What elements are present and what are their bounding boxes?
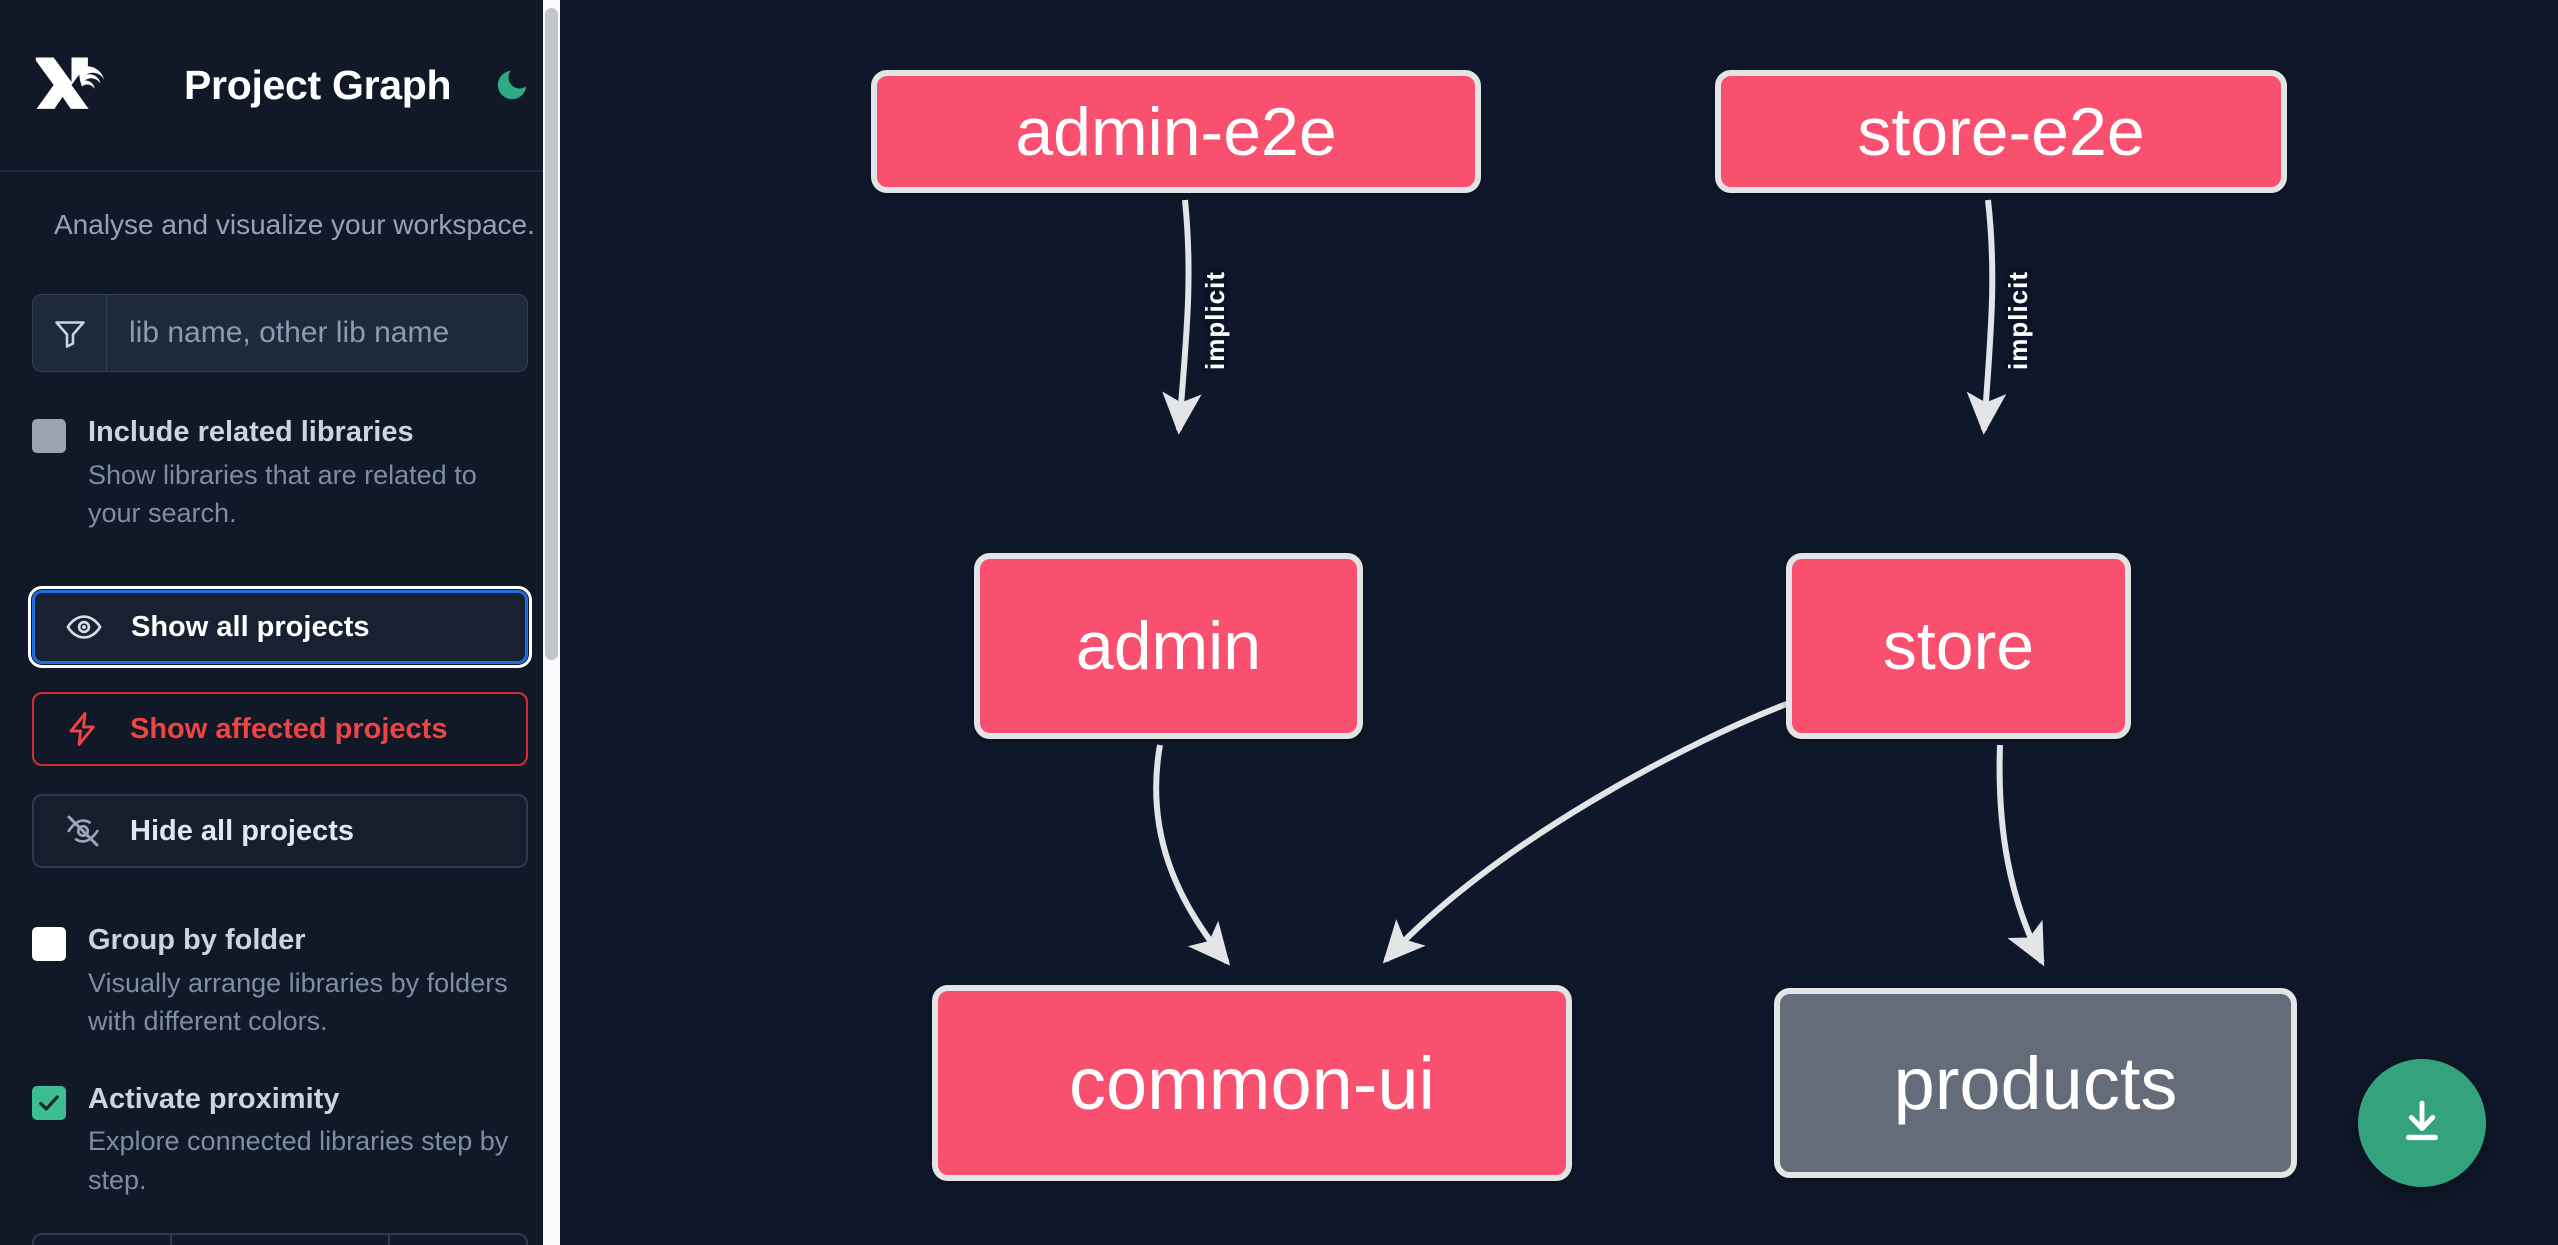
proximity-step-decrease[interactable] <box>34 1235 172 1245</box>
sidebar: Project Graph Analyse and visualize your… <box>0 0 560 1245</box>
graph-node-store[interactable]: store <box>1786 553 2131 739</box>
eye-icon <box>66 615 102 640</box>
edge-admin-e2e-admin <box>1162 199 1202 435</box>
tagline-text: Analyse and visualize your workspace. <box>54 209 535 240</box>
show-all-projects-button[interactable]: Show all projects <box>28 586 532 669</box>
show-affected-projects-label: Show affected projects <box>130 712 448 745</box>
check-icon <box>39 1095 59 1111</box>
checkbox-activate-proximity-description: Explore connected libraries step by step… <box>88 1126 509 1195</box>
checkbox-include-related-libraries[interactable]: Include related libraries Show libraries… <box>0 414 560 532</box>
graph-node-admin[interactable]: admin <box>974 553 1363 739</box>
page-title: Project Graph <box>184 61 452 108</box>
search-input[interactable] <box>107 295 527 371</box>
sidebar-header: Project Graph <box>0 0 560 172</box>
checkbox-group-by-folder-box[interactable] <box>32 927 66 962</box>
graph-node-common-ui[interactable]: common-ui <box>932 985 1572 1181</box>
graph-node-store-e2e[interactable]: store-e2e <box>1715 70 2287 193</box>
checkbox-include-related-libraries-label: Include related libraries <box>88 416 414 448</box>
proximity-step-increase[interactable] <box>390 1235 526 1245</box>
edge-store-e2e-store <box>1966 199 2007 435</box>
graph-edges <box>1153 199 2045 967</box>
graph-node-admin-e2e[interactable]: admin-e2e <box>871 70 1481 193</box>
graph-node-products[interactable]: products <box>1774 988 2297 1178</box>
lightning-icon <box>69 712 95 747</box>
proximity-step-group[interactable] <box>32 1233 528 1245</box>
theme-toggle-button[interactable] <box>493 63 531 107</box>
proximity-step-value <box>172 1235 391 1245</box>
hide-all-projects-label: Hide all projects <box>130 814 355 847</box>
graph-canvas[interactable]: implicit implicit admin-e2e store-e2e ad… <box>560 0 2558 1245</box>
download-icon <box>2406 1100 2438 1141</box>
tagline: Analyse and visualize your workspace. <box>0 172 560 242</box>
graph-node-store-e2e-label: store-e2e <box>1857 93 2145 170</box>
show-affected-projects-button[interactable]: Show affected projects <box>32 692 528 767</box>
checkbox-activate-proximity-label: Activate proximity <box>88 1082 340 1115</box>
search-field[interactable] <box>32 294 528 372</box>
checkbox-group-by-folder-label: Group by folder <box>88 924 306 957</box>
graph-node-products-label: products <box>1893 1041 2178 1125</box>
checkbox-include-related-libraries-description: Show libraries that are related to your … <box>88 459 477 529</box>
filter-icon <box>33 295 107 371</box>
checkbox-group-by-folder-description: Visually arrange libraries by folders wi… <box>88 968 508 1037</box>
sidebar-scroll-content: Project Graph Analyse and visualize your… <box>0 0 560 1245</box>
graph-node-admin-e2e-label: admin-e2e <box>1015 93 1337 170</box>
checkbox-include-related-libraries-box[interactable] <box>32 419 66 453</box>
graph-node-admin-label: admin <box>1075 608 1262 684</box>
graph-node-common-ui-label: common-ui <box>1069 1041 1435 1125</box>
checkbox-activate-proximity[interactable]: Activate proximity Explore connected lib… <box>0 1081 560 1199</box>
checkbox-group-by-folder[interactable]: Group by folder Visually arrange librari… <box>0 922 560 1040</box>
eye-off-icon <box>67 815 99 847</box>
show-all-projects-label: Show all projects <box>131 610 370 643</box>
edge-store-products <box>1996 744 2045 967</box>
edge-store-common-ui <box>1382 699 1794 964</box>
hide-all-projects-button[interactable]: Hide all projects <box>32 794 528 869</box>
nx-logo-icon <box>32 53 114 117</box>
moon-icon <box>498 70 527 100</box>
sidebar-scrollbar-thumb[interactable] <box>545 8 558 660</box>
checkbox-activate-proximity-box[interactable] <box>32 1085 66 1120</box>
download-image-button[interactable] <box>2358 1059 2486 1187</box>
edge-admin-common-ui <box>1153 744 1231 966</box>
graph-node-store-label: store <box>1882 608 2035 684</box>
